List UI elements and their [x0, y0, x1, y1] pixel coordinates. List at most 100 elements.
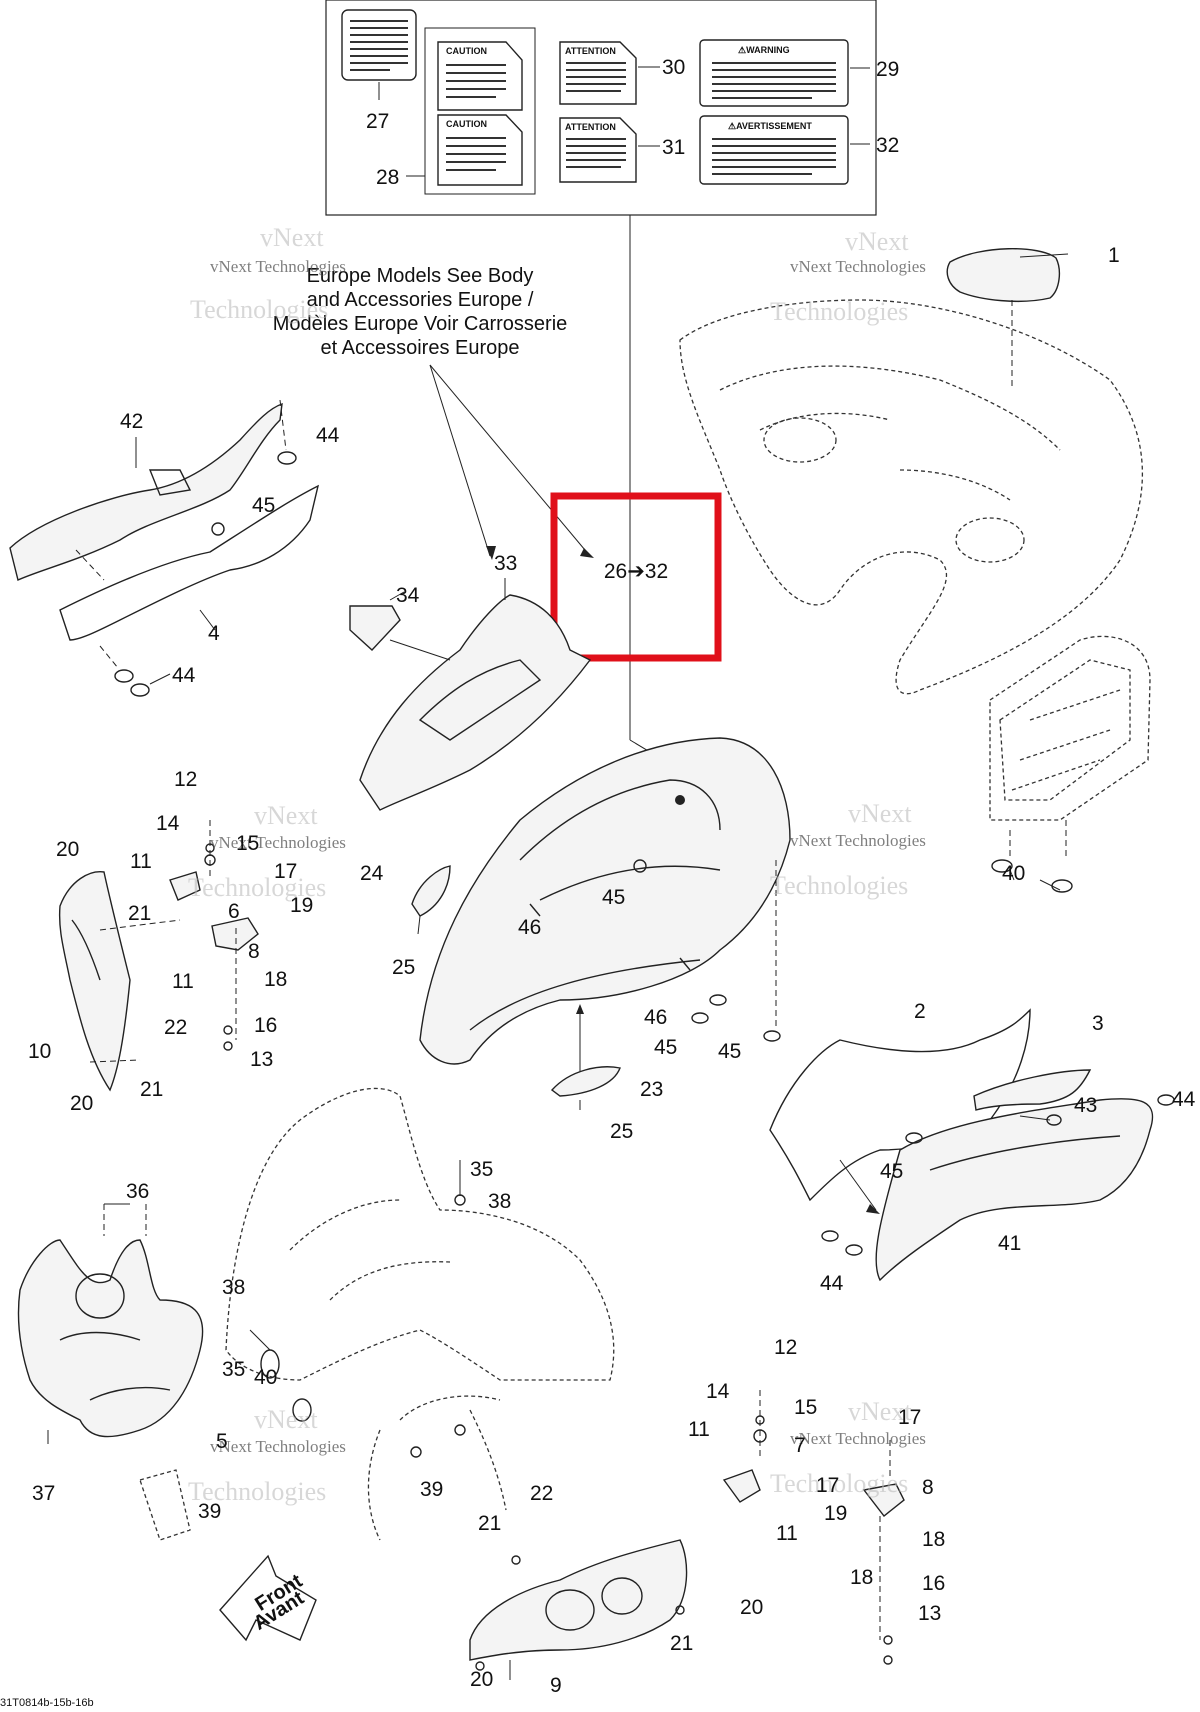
- attention-title-2: ATTENTION: [565, 122, 616, 132]
- callout-8: 8: [248, 940, 260, 963]
- callout-21c: 21: [478, 1512, 501, 1535]
- callout-22b: 22: [530, 1482, 553, 1505]
- watermark-4-small: vNext Technologies: [790, 831, 926, 850]
- callout-40: 40: [254, 1366, 277, 1389]
- europe-note: Europe Models See Body and Accessories E…: [273, 265, 594, 560]
- callouts: 1 2 3 4 5 6 7 8 8 9 10 11 11 11 11 12 12…: [28, 56, 1196, 1697]
- side-vent: [411, 865, 451, 935]
- callout-40b: 40: [1002, 862, 1025, 885]
- callout-30: 30: [662, 56, 685, 79]
- caution-title-2: CAUTION: [446, 119, 487, 129]
- callout-22: 22: [164, 1016, 187, 1039]
- callout-14: 14: [156, 812, 180, 835]
- callout-37: 37: [32, 1482, 55, 1505]
- callout-39b: 39: [198, 1500, 221, 1523]
- right-side-panel: [769, 1008, 1175, 1282]
- callout-11: 11: [130, 850, 152, 873]
- note-line-4: et Accessoires Europe: [321, 337, 520, 359]
- callout-5: 5: [216, 1430, 228, 1453]
- front-fender-assembly: [139, 1087, 615, 1541]
- callout-13: 13: [250, 1048, 273, 1071]
- callout-36: 36: [126, 1180, 149, 1203]
- watermark-3-small: vNext Technologies: [210, 833, 346, 852]
- callout-20d: 20: [470, 1668, 493, 1691]
- attention-title-1: ATTENTION: [565, 46, 616, 56]
- callout-21b: 21: [140, 1078, 163, 1101]
- right-headlight-group: [469, 1390, 905, 1680]
- callout-25: 25: [392, 956, 415, 979]
- callout-6: 6: [228, 900, 240, 923]
- callout-4: 4: [208, 622, 220, 645]
- watermark-4-line-2: Technologies: [770, 871, 908, 900]
- callout-9: 9: [550, 1674, 562, 1697]
- callout-25b: 25: [610, 1120, 633, 1143]
- caution-title-1: CAUTION: [446, 46, 487, 56]
- decal-29: ⚠WARNING: [699, 39, 870, 107]
- callout-24: 24: [360, 862, 384, 885]
- rear-rack: [989, 635, 1151, 893]
- decal-27: [341, 9, 417, 100]
- callout-45c: 45: [654, 1036, 677, 1059]
- callout-39: 39: [420, 1478, 443, 1501]
- callout-16b: 16: [922, 1572, 945, 1595]
- watermark-6-line-1: vNext: [848, 1397, 912, 1426]
- front-fender-body: [419, 737, 791, 1110]
- callout-38b: 38: [222, 1276, 245, 1299]
- callout-44: 44: [316, 424, 340, 447]
- callout-13b: 13: [918, 1602, 941, 1625]
- highlight-label: 26➔32: [604, 560, 668, 583]
- callout-29: 29: [876, 58, 899, 81]
- callout-45e: 45: [880, 1160, 903, 1183]
- callout-19b: 19: [824, 1502, 847, 1525]
- watermark-5-line-2: Technologies: [188, 1477, 326, 1506]
- callout-2: 2: [914, 1000, 926, 1023]
- callout-10: 10: [28, 1040, 51, 1063]
- callout-45d: 45: [718, 1040, 741, 1063]
- watermark-2-small: vNext Technologies: [790, 257, 926, 276]
- watermark-3-line-1: vNext: [254, 801, 318, 830]
- callout-18: 18: [264, 968, 287, 991]
- watermark-3-line-2: Technologies: [188, 873, 326, 902]
- callout-7: 7: [794, 1434, 806, 1457]
- callout-20c: 20: [740, 1596, 763, 1619]
- callout-42: 42: [120, 410, 143, 433]
- callout-44d: 44: [820, 1272, 844, 1295]
- callout-35b: 35: [222, 1358, 245, 1381]
- callout-1: 1: [1108, 244, 1120, 267]
- decal-30: ATTENTION: [559, 41, 660, 105]
- center-upper-panel: [349, 578, 592, 811]
- callout-8b: 8: [922, 1476, 934, 1499]
- left-headlight-group: [58, 820, 259, 1092]
- callout-45: 45: [252, 494, 275, 517]
- watermark-1-small: vNext Technologies: [210, 257, 346, 276]
- rear-fender-assembly: [679, 248, 1144, 695]
- callout-43: 43: [1074, 1094, 1097, 1117]
- callout-20b: 20: [70, 1092, 93, 1115]
- callout-14b: 14: [706, 1380, 730, 1403]
- callout-12b: 12: [774, 1336, 797, 1359]
- callout-17b: 17: [898, 1406, 921, 1429]
- watermark-5-small: vNext Technologies: [210, 1437, 346, 1456]
- callout-46b: 46: [644, 1006, 667, 1029]
- callout-17: 17: [274, 860, 297, 883]
- callout-44b: 44: [172, 664, 196, 687]
- callout-11b: 11: [172, 970, 194, 993]
- note-line-3: Modèles Europe Voir Carrosserie: [273, 313, 568, 335]
- callout-20: 20: [56, 838, 79, 861]
- watermark-6-line-2: Technologies: [770, 1469, 908, 1498]
- callout-17c: 17: [816, 1474, 839, 1497]
- watermark-2-line-1: vNext: [845, 227, 909, 256]
- front-direction-arrow: Front Avant: [219, 1554, 317, 1642]
- watermark-1-line-2: Technologies: [190, 295, 328, 324]
- callout-11c: 11: [688, 1418, 710, 1441]
- watermark-1-line-1: vNext: [260, 223, 324, 252]
- callout-23: 23: [640, 1078, 663, 1101]
- callout-28: 28: [376, 166, 399, 189]
- decal-31: ATTENTION: [559, 117, 660, 183]
- callout-12: 12: [174, 768, 197, 791]
- watermark-6-small: vNext Technologies: [790, 1429, 926, 1448]
- callout-16: 16: [254, 1014, 277, 1037]
- callout-27: 27: [366, 110, 389, 133]
